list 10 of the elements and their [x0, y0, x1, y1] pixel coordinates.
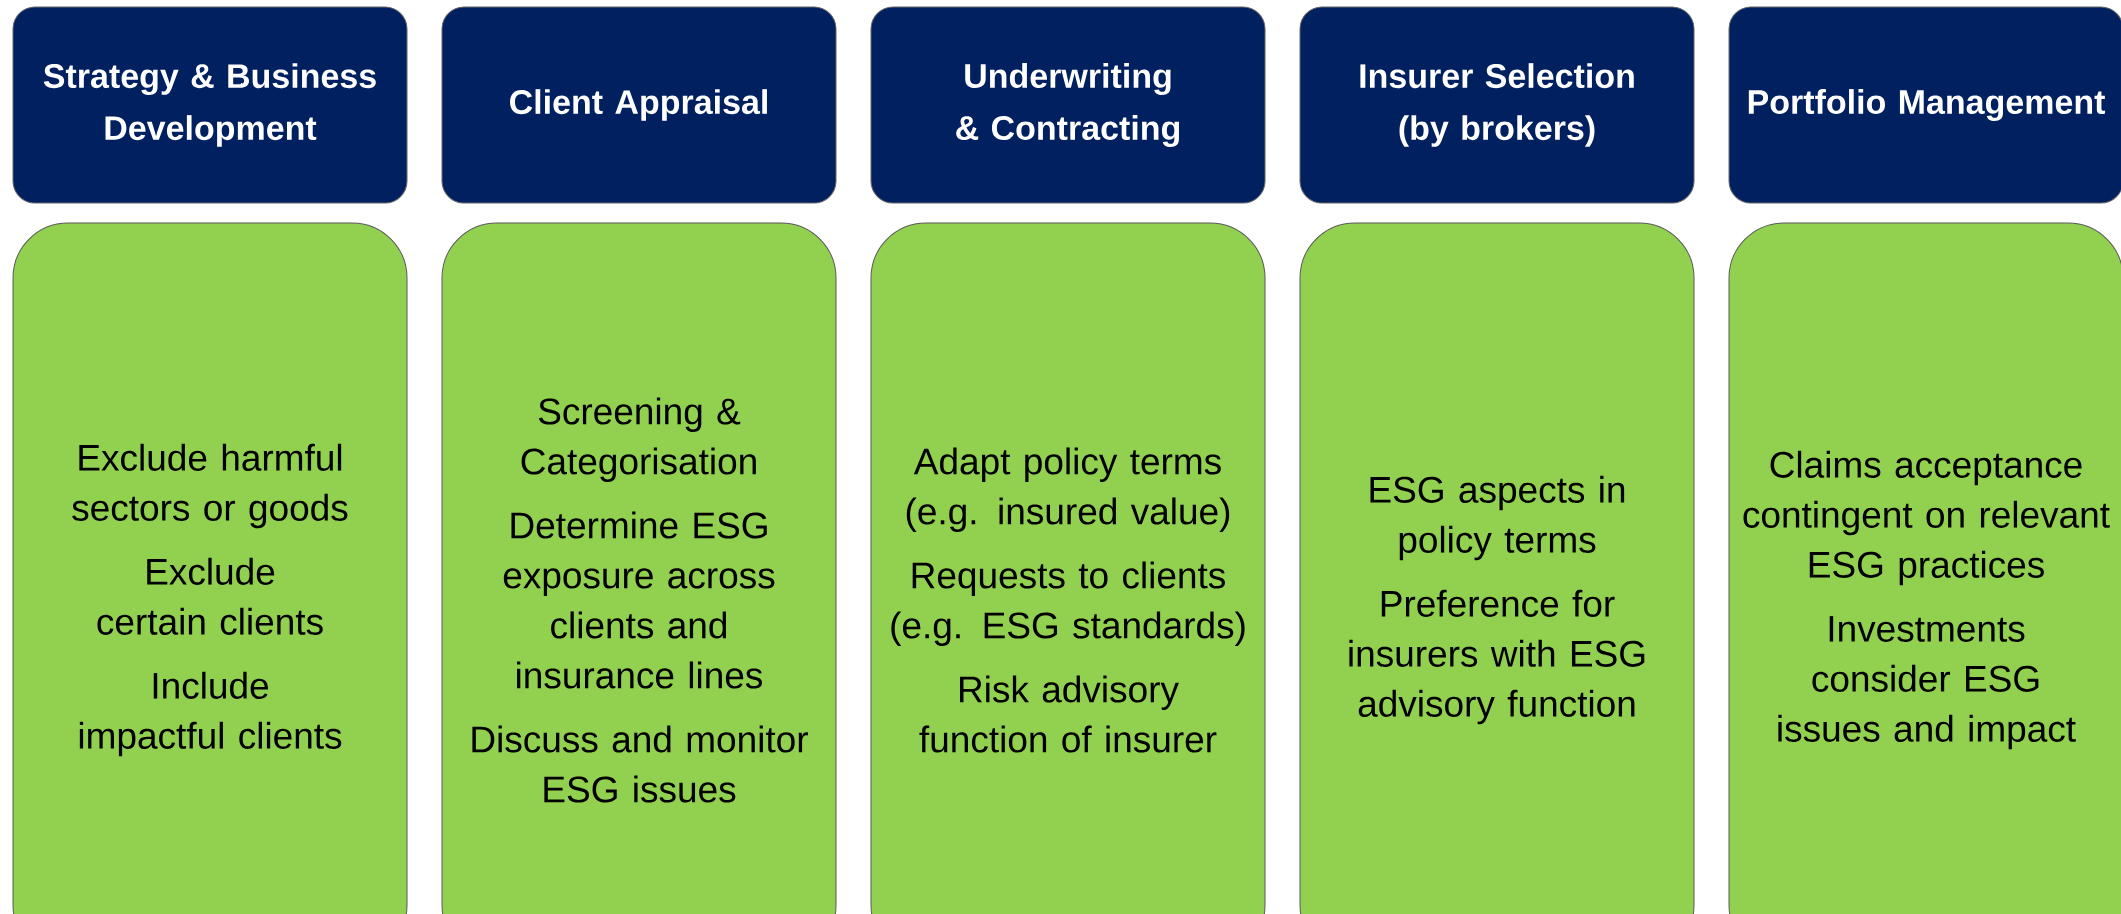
stage-header-box: Client Appraisal	[441, 6, 837, 204]
practice-box: Claims acceptance contingent on relevant ESG practices Investments consider ESG issues and impact	[1728, 222, 2121, 914]
stage-header-box: Underwriting & Contracting	[870, 6, 1266, 204]
stage-header-box: Portfolio Management	[1728, 6, 2121, 204]
stage-header-box: Strategy & Business Development	[12, 6, 408, 204]
practice-box: Screening & Categorisation Determine ESG exposure across clients and insurance lines Discuss and monitor ESG issues	[441, 222, 837, 914]
practice-box: Exclude harmful sectors or goods Exclude certain clients Include impactful clients	[12, 222, 408, 914]
stage-header-box: Insurer Selection (by brokers)	[1299, 6, 1695, 204]
practice-box: Adapt policy terms (e.g. insured value) Requests to clients (e.g. ESG standards) Risk advisory function of insurer	[870, 222, 1266, 914]
practice-box: ESG aspects in policy terms Preference for insurers with ESG advisory function	[1299, 222, 1695, 914]
